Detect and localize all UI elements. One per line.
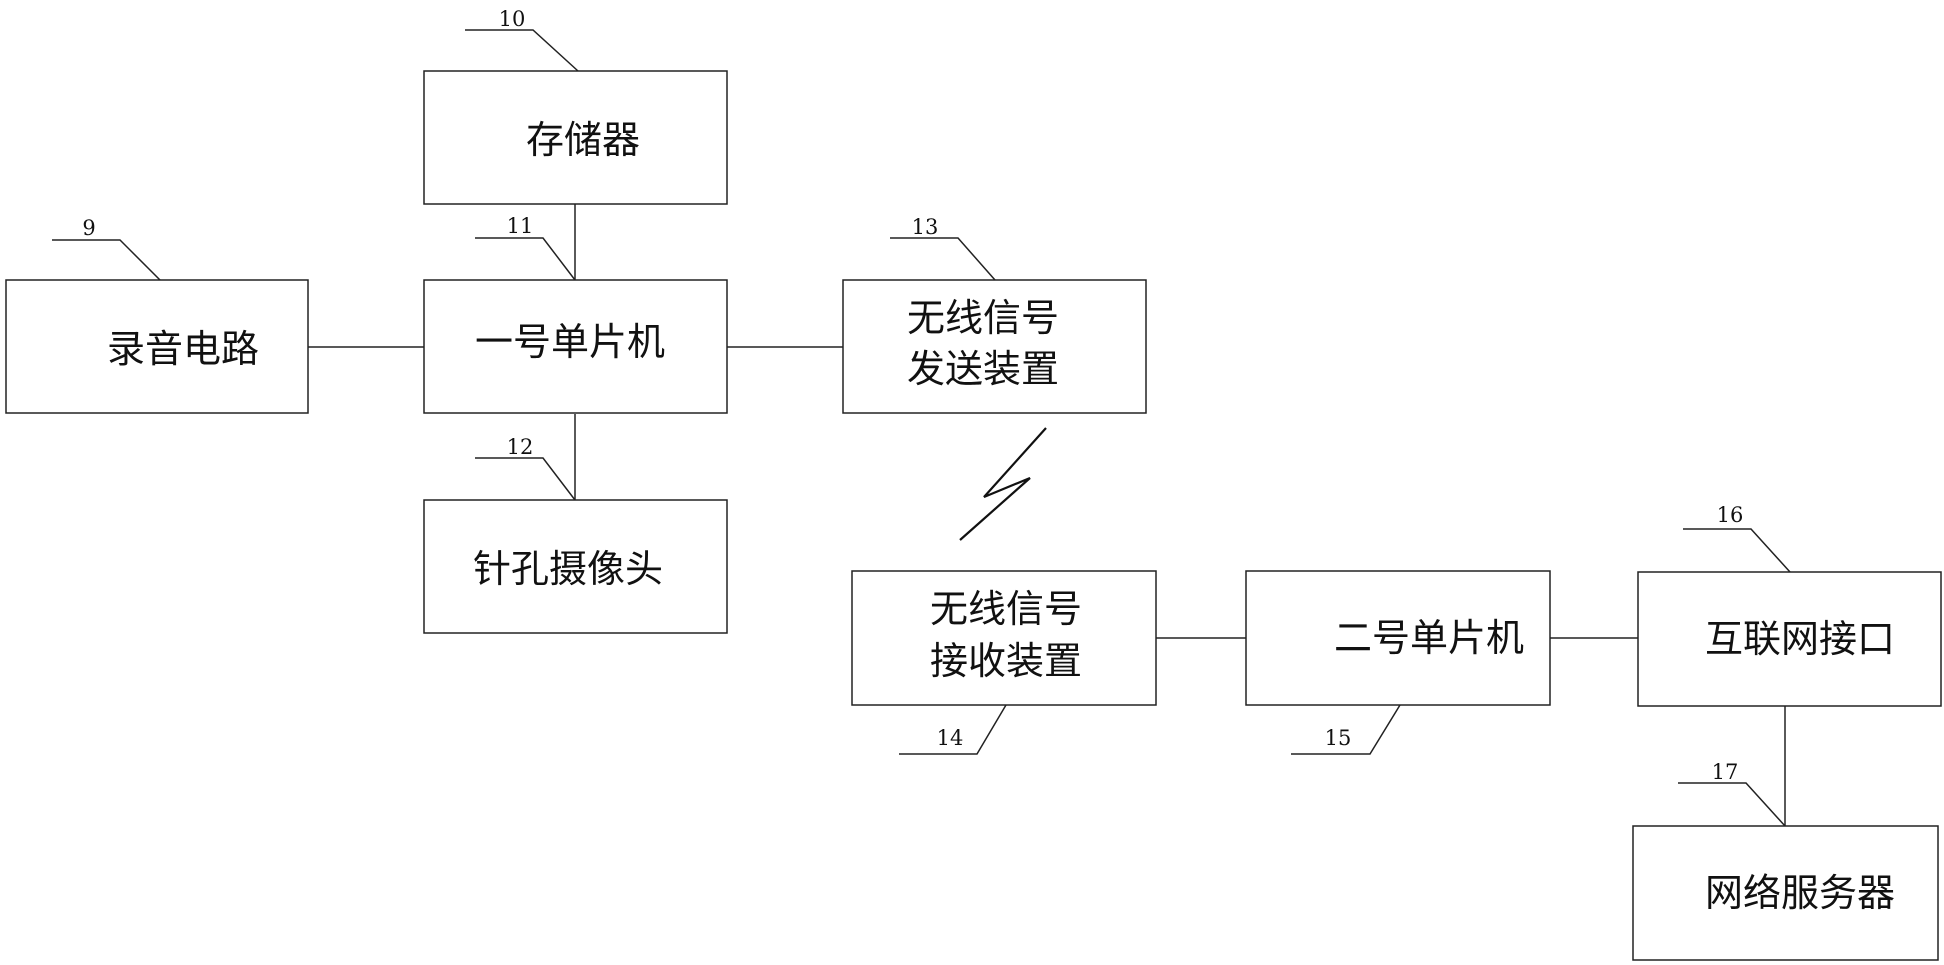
internet-port-box	[1637, 571, 1942, 707]
ref-14-number: 14	[937, 726, 964, 750]
ref-9: 9	[52, 216, 161, 281]
ref-17: 17	[1678, 760, 1786, 827]
block-internet-port: 互联网接口	[1637, 571, 1942, 707]
ref-16-leader	[1683, 528, 1791, 573]
ref-15-number: 15	[1325, 726, 1352, 750]
block-server: 网络服务器	[1632, 825, 1939, 961]
block-storage: 存储器	[423, 70, 728, 205]
ref-16: 16	[1683, 503, 1791, 573]
ref-12-number: 12	[507, 435, 534, 459]
ref-16-number: 16	[1717, 503, 1744, 527]
server-box	[1632, 825, 1939, 961]
block-wireless-rx: 无线信号 接收装置	[851, 570, 1157, 706]
server-label: 网络服务器	[1705, 871, 1895, 915]
block-wireless-tx: 无线信号 发送装置	[842, 279, 1147, 414]
wireless-rx-box	[851, 570, 1157, 706]
ref-17-leader	[1678, 782, 1786, 827]
ref-11-leader	[475, 237, 576, 281]
ref-11: 11	[475, 214, 576, 281]
wireless-tx-label-line1: 无线信号	[907, 296, 1059, 340]
block-camera: 针孔摄像头	[423, 499, 728, 634]
recorder-label: 录音电路	[107, 327, 259, 371]
ref-13-number: 13	[912, 215, 939, 239]
mcu1-box	[423, 279, 728, 414]
camera-box	[423, 499, 728, 634]
ref-14-leader	[899, 704, 1007, 755]
wireless-tx-label-line2: 发送装置	[907, 347, 1059, 391]
ref-13: 13	[890, 215, 996, 281]
mcu1-label: 一号单片机	[475, 320, 665, 364]
block-mcu2: 二号单片机	[1245, 570, 1551, 706]
block-mcu1: 一号单片机	[423, 279, 728, 414]
storage-box	[423, 70, 728, 205]
ref-10-leader	[465, 29, 579, 72]
recorder-box	[5, 279, 309, 414]
wireless-tx-box	[842, 279, 1147, 414]
ref-11-number: 11	[507, 214, 534, 238]
wireless-rx-label-line1: 无线信号	[930, 587, 1082, 631]
mcu2-label: 二号单片机	[1334, 616, 1524, 660]
camera-label: 针孔摄像头	[473, 547, 663, 591]
ref-13-leader	[890, 237, 996, 281]
ref-17-number: 17	[1712, 760, 1739, 784]
wireless-link-icon	[959, 427, 1047, 541]
block-recorder: 录音电路	[5, 279, 309, 414]
ref-15: 15	[1291, 704, 1401, 755]
ref-12: 12	[475, 435, 576, 501]
internet-port-label: 互联网接口	[1705, 617, 1895, 661]
ref-12-leader	[475, 457, 576, 501]
ref-15-leader	[1291, 704, 1401, 755]
storage-label: 存储器	[526, 118, 640, 162]
mcu2-box	[1245, 570, 1551, 706]
ref-10: 10	[465, 7, 579, 72]
ref-14: 14	[899, 704, 1007, 755]
ref-9-leader	[52, 239, 161, 281]
wireless-rx-label-line2: 接收装置	[930, 639, 1082, 683]
ref-9-number: 9	[82, 216, 95, 240]
ref-10-number: 10	[499, 7, 526, 31]
